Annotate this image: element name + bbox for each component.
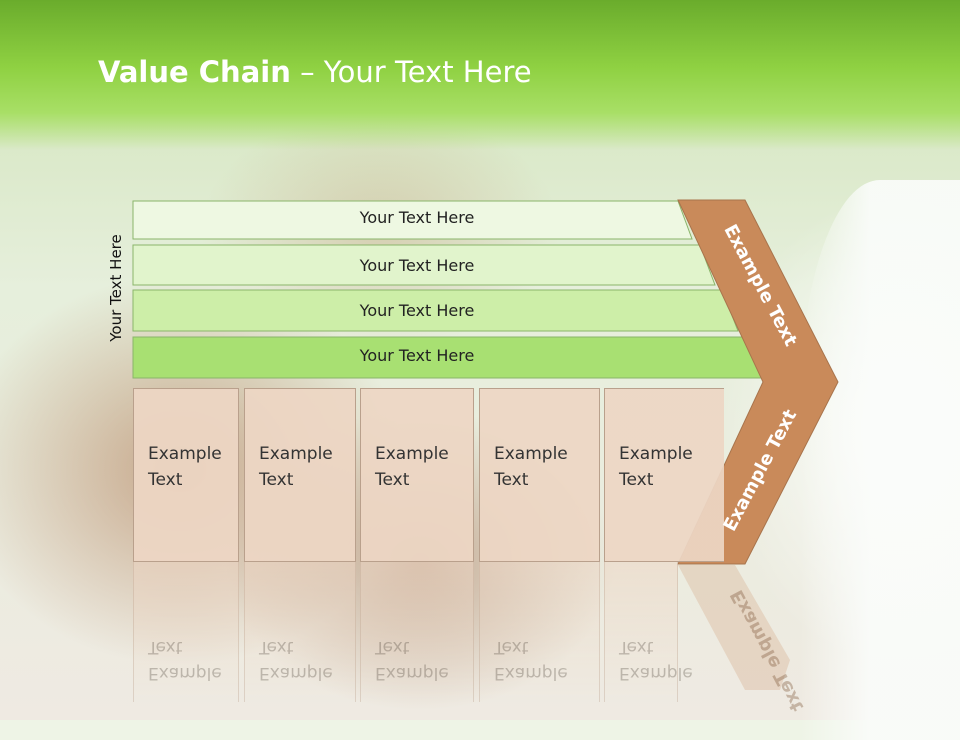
row-label-4: Your Text Here xyxy=(359,346,475,365)
column-box-5: Example Text xyxy=(604,388,724,562)
title-bar xyxy=(0,0,960,150)
title-bold: Value Chain xyxy=(98,55,291,89)
column-reflection-label-5: Example Text xyxy=(619,637,693,683)
column-reflection-label-2: Example Text xyxy=(259,637,333,683)
column-box-2: Example Text xyxy=(244,388,356,562)
background-highlight xyxy=(800,180,960,740)
column-reflection-4: Example Text xyxy=(479,562,600,702)
column-reflection-label-3: Example Text xyxy=(375,637,449,683)
chevron-arrow xyxy=(677,199,839,565)
chevron-reflection xyxy=(678,565,790,690)
column-reflection-5: Example Text xyxy=(604,562,693,702)
title-rest: – Your Text Here xyxy=(290,55,532,89)
column-label-3: Example Text xyxy=(375,444,449,490)
column-label-4: Example Text xyxy=(494,444,568,490)
column-label-5: Example Text xyxy=(619,444,693,490)
column-box-4: Example Text xyxy=(479,388,600,562)
column-label-1: Example Text xyxy=(148,444,222,490)
row-bar-3 xyxy=(132,289,739,332)
row-label-1: Your Text Here xyxy=(359,208,475,227)
row-bar-1 xyxy=(132,200,693,240)
column-label-2: Example Text xyxy=(259,444,333,490)
column-box-1: Example Text xyxy=(133,388,239,562)
column-reflection-label-1: Example Text xyxy=(148,637,222,683)
row-label-3: Your Text Here xyxy=(359,301,475,320)
column-reflection-label-4: Example Text xyxy=(494,637,568,683)
column-reflection-1: Example Text xyxy=(133,562,239,702)
slide-title: Value Chain – Your Text Here xyxy=(98,55,532,89)
row-bar-2 xyxy=(132,244,716,286)
value-chain-diagram xyxy=(132,199,839,690)
column-box-3: Example Text xyxy=(360,388,474,562)
column-reflection-3: Example Text xyxy=(360,562,474,702)
row-label-2: Your Text Here xyxy=(359,256,475,275)
column-reflection-2: Example Text xyxy=(244,562,356,702)
